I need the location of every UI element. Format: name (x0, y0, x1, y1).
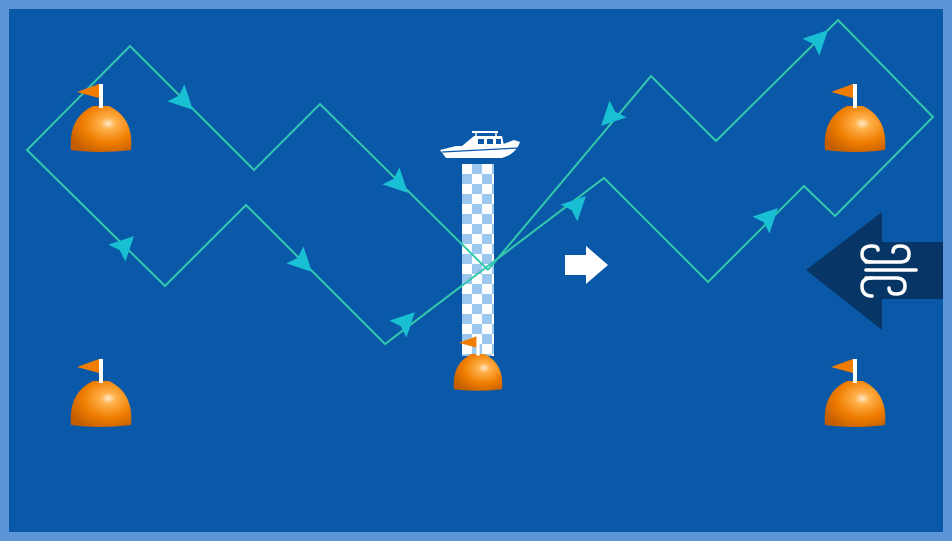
race-course-diagram (0, 0, 952, 541)
course-canvas (0, 0, 952, 541)
